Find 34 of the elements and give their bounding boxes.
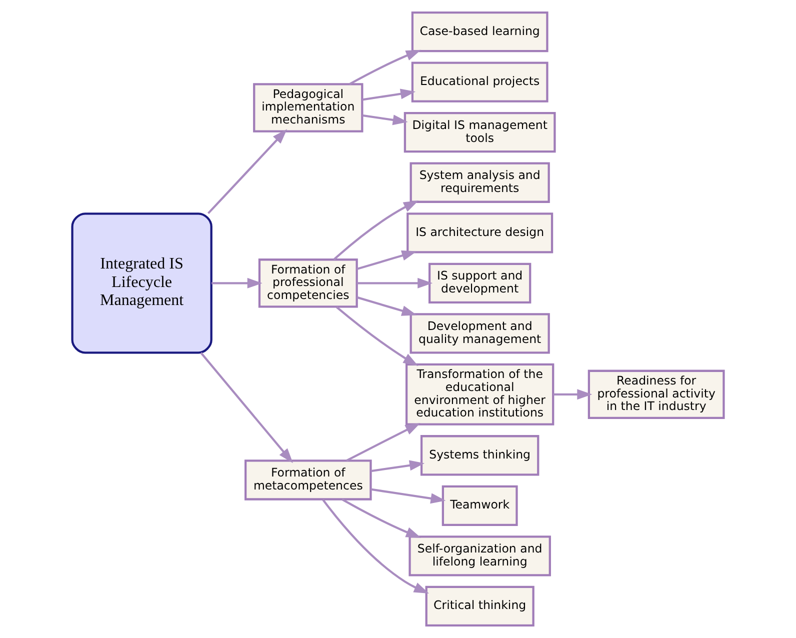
node-box: Formation of metacompetences [244,460,372,500]
node-box: Digital IS management tools [404,112,556,153]
node-box: Case-based learning [411,11,548,52]
node-box: Self-organization and lifelong learning [408,536,551,576]
node-box: Critical thinking [425,586,534,627]
arrow [356,296,417,316]
node-box: Development and quality management [410,313,550,354]
node-box: Formation of professional competencies [258,258,358,308]
arrow [356,278,433,288]
arrow [333,200,419,260]
arrow [348,50,422,86]
arrow [370,488,446,504]
node-box: Educational projects [411,62,548,102]
arrow [342,498,422,538]
arrow [356,250,417,270]
arrow [200,352,293,464]
node-box: Systems thinking [420,435,540,476]
arrow [553,389,592,400]
arrow [207,129,288,214]
node-box: Integrated IS Lifecycle Management [71,212,212,354]
node-box: IS support and development [428,262,532,304]
node-box: IS architecture design [406,212,554,254]
arrow [212,278,262,288]
arrow [362,88,416,101]
arrow [336,306,418,366]
arrow [362,114,408,126]
node-box: Transformation of the educational environment of higher education institutions [406,363,554,426]
node-box: System analysis and requirements [410,162,550,203]
node-box: Readiness for professional activity in the IT industry [588,370,725,420]
arrow [346,423,420,462]
node-box: Teamwork [442,485,518,526]
node-box: Pedagogical implementation mechanisms [253,83,364,132]
arrow [370,460,425,472]
arrow [322,498,430,594]
